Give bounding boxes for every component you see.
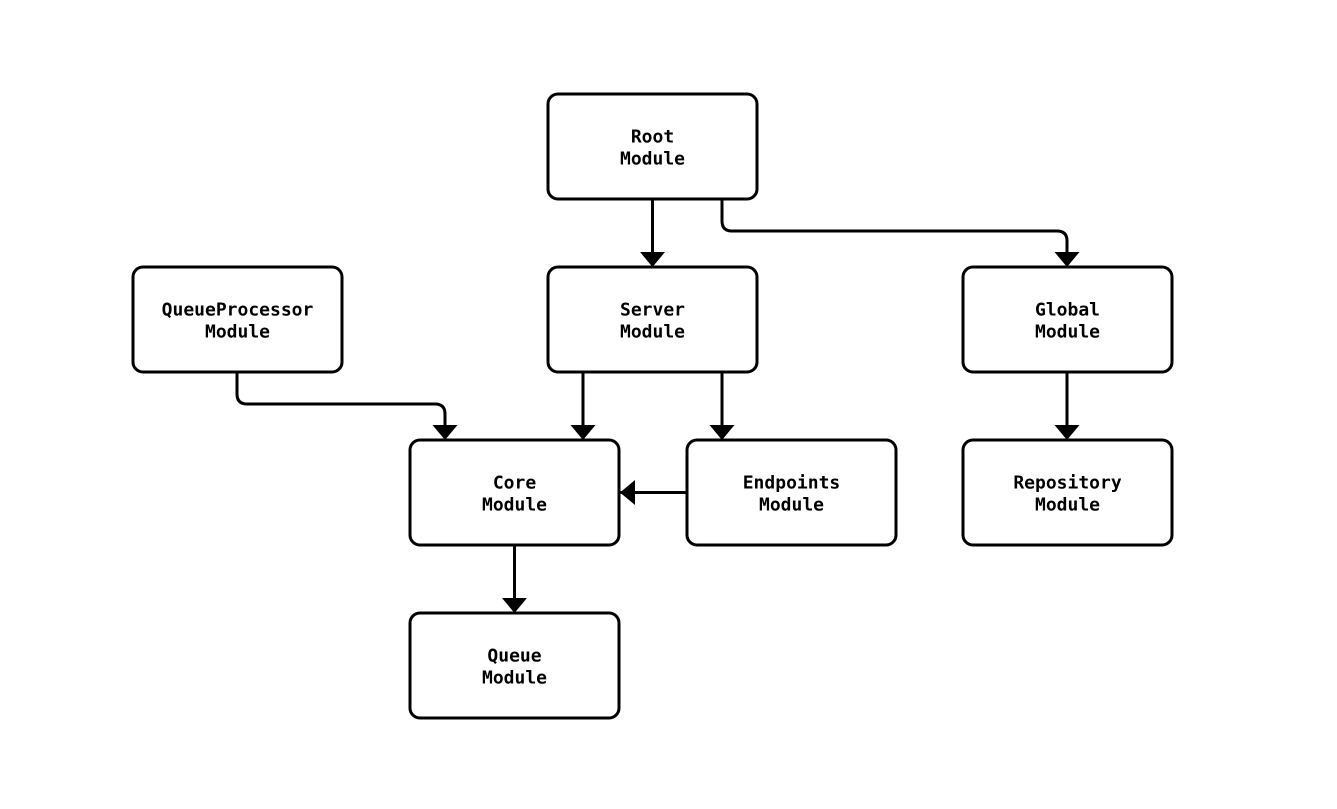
node-box — [961, 265, 1174, 374]
edge-root-module-to-global-module — [720, 199, 1080, 267]
arrowhead-icon — [620, 480, 635, 505]
arrowhead-icon — [1054, 252, 1080, 267]
edge-line — [235, 373, 447, 440]
edge-core-module-to-queue-module — [502, 546, 527, 613]
node-box — [408, 438, 621, 547]
arrowhead-icon — [1054, 425, 1080, 440]
node-box — [685, 438, 898, 547]
edge-endpoints-module-to-core-module — [620, 480, 686, 505]
node-box — [131, 265, 344, 374]
arrowhead-icon — [570, 425, 596, 440]
edge-root-module-to-server-module — [640, 199, 665, 267]
node-box — [408, 611, 621, 720]
node-box — [546, 265, 759, 374]
arrowhead-icon — [502, 598, 527, 613]
node-box — [546, 92, 759, 201]
edge-line — [720, 199, 1069, 267]
edge-queueprocessor-module-to-core-module — [235, 373, 458, 440]
edge-global-module-to-repository-module — [1054, 373, 1080, 440]
arrowhead-icon — [709, 425, 735, 440]
edge-server-module-to-endpoints-module — [709, 373, 735, 440]
edge-server-module-to-core-module — [570, 373, 596, 440]
arrowhead-icon — [432, 425, 458, 440]
arrowhead-icon — [640, 252, 665, 267]
node-box — [961, 438, 1174, 547]
